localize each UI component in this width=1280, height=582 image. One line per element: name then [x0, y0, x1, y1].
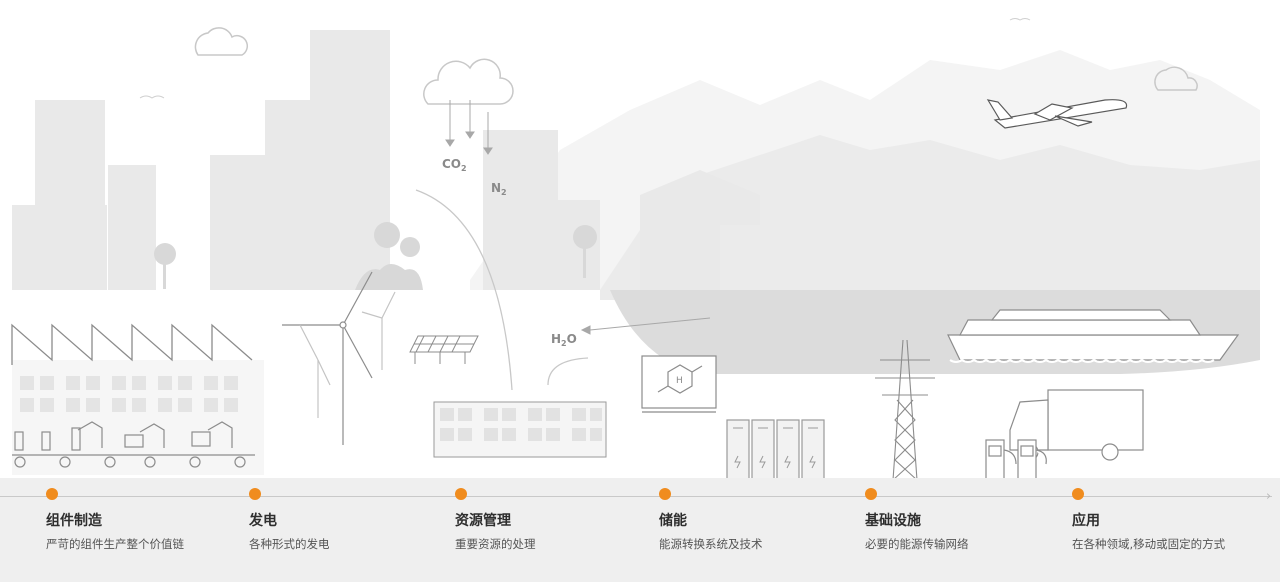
electric-truck	[1009, 389, 1144, 461]
resource-plant	[415, 189, 607, 458]
cargo-ship	[947, 309, 1240, 363]
step-title: 资源管理	[455, 513, 511, 529]
step-description: 各种形式的发电	[249, 537, 330, 551]
wind-turbines	[282, 271, 396, 445]
step-title: 基础设施	[865, 513, 921, 529]
timeline-band	[0, 478, 1280, 582]
timeline-axis	[0, 496, 1272, 497]
step-title: 组件制造	[46, 513, 102, 529]
charging-stations	[985, 439, 1047, 489]
step-title: 发电	[249, 513, 277, 529]
airplane-icon	[986, 99, 1128, 129]
factory	[11, 323, 264, 475]
step-description: 重要资源的处理	[455, 537, 536, 551]
cloud-icon-left	[194, 27, 248, 56]
power-pylon	[875, 339, 935, 481]
step-title: 储能	[659, 513, 687, 529]
cloud-icon-emission	[423, 58, 514, 105]
step-dot	[659, 488, 671, 500]
co2-label: CO2	[442, 157, 467, 173]
arrow-right-icon: ›	[1266, 489, 1272, 504]
step-dot	[46, 488, 58, 500]
step-description: 必要的能源传输网络	[865, 537, 969, 551]
solar-panels	[409, 335, 479, 364]
emission-arrows	[445, 100, 711, 335]
n2-label: N2	[491, 181, 507, 197]
step-description: 严苛的组件生产整个价值链	[46, 537, 184, 551]
hydrogen-storage	[641, 355, 825, 481]
cloud-icon-right	[1154, 66, 1198, 91]
cloud-icons	[194, 27, 1198, 105]
molecule-label: H	[676, 376, 683, 386]
birds	[139, 18, 1031, 99]
step-dot	[249, 488, 261, 500]
city-buildings	[12, 30, 760, 290]
step-title: 应用	[1072, 513, 1100, 529]
step-description: 能源转换系统及技术	[659, 537, 763, 551]
step-dot	[865, 488, 877, 500]
step-dot	[1072, 488, 1084, 500]
step-description: 在各种领域,移动或固定的方式	[1072, 537, 1226, 551]
h2o-label: H2O	[551, 332, 577, 348]
trees	[154, 222, 597, 290]
step-dot	[455, 488, 467, 500]
